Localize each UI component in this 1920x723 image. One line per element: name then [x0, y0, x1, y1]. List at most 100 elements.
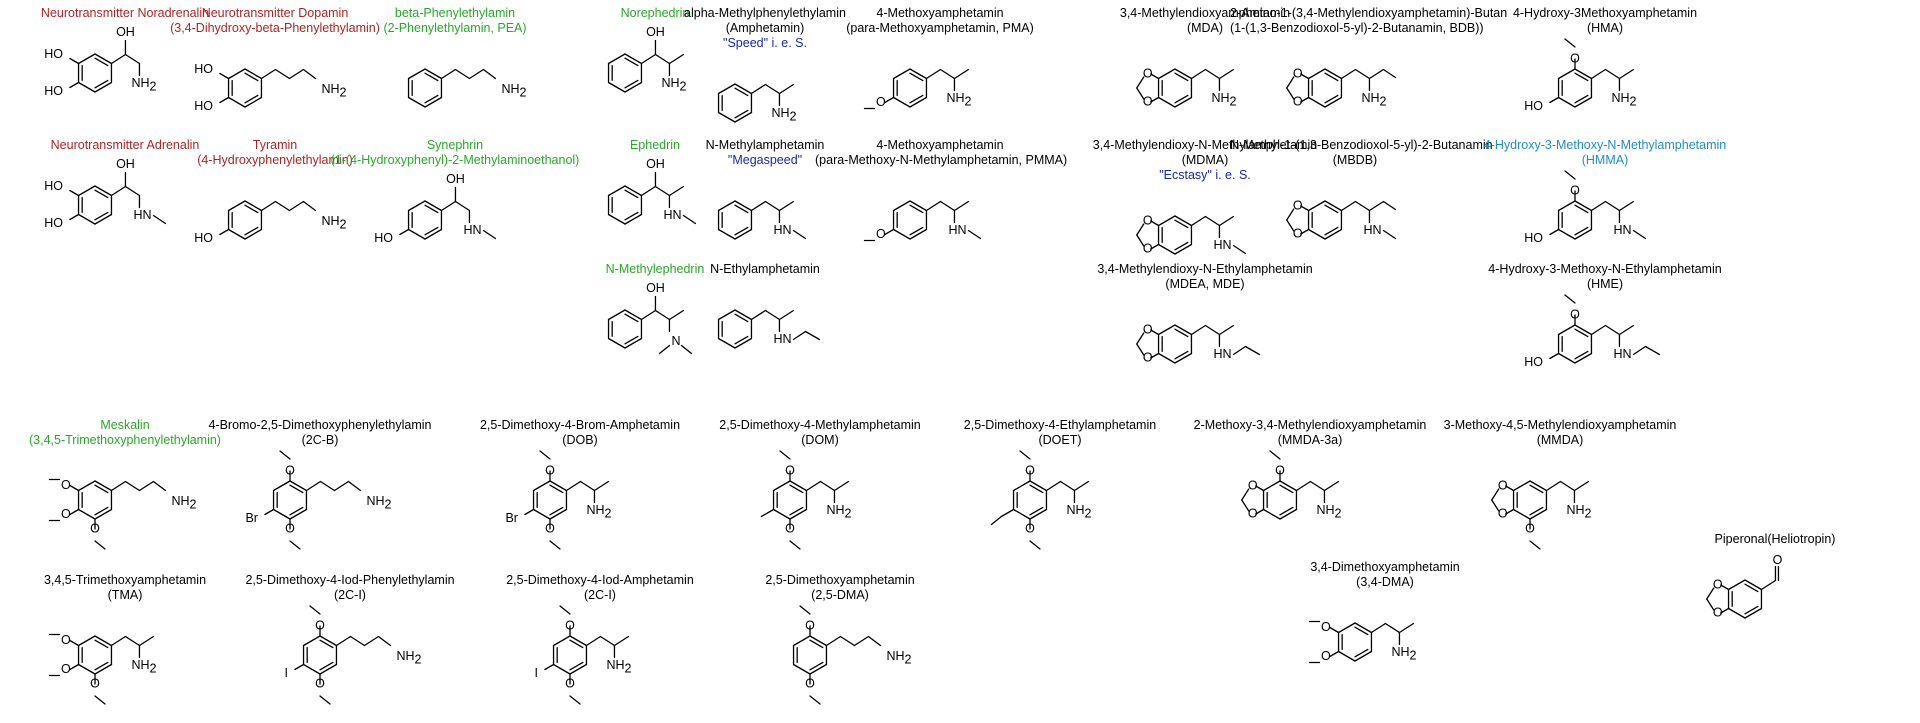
- molecule-tyramin: Tyramin(4-Hydroxyphenylethylamin) HO NH2: [150, 138, 400, 288]
- svg-text:O: O: [1143, 350, 1153, 364]
- molecule-title-line: (2C-I): [584, 588, 616, 602]
- molecule-title-line: 2-Methoxy-3,4-Methylendioxyamphetamin: [1193, 418, 1427, 432]
- svg-text:N: N: [671, 334, 680, 348]
- molecule-title: 3,4-Methylendioxy-N-Ethylamphetamin(MDEA…: [1080, 262, 1330, 292]
- molecule-title-line: 3,4-Dimethoxyamphetamin: [1310, 560, 1460, 574]
- molecule-nickname: "Speed" i. e. S.: [723, 36, 807, 50]
- molecule-title-line: N-Methyl-1-(1,3-Benzodioxol-5-yl)-2-Buta…: [1230, 138, 1493, 152]
- molecule-title: N-Ethylamphetamin: [640, 262, 890, 277]
- molecule-title: 4-Bromo-2,5-Dimethoxyphenylethylamin(2C-…: [195, 418, 445, 448]
- svg-text:O: O: [805, 618, 815, 632]
- svg-text:NH2: NH2: [501, 82, 526, 100]
- svg-text:O: O: [1143, 213, 1153, 227]
- structure-formula: HN: [717, 200, 807, 240]
- svg-text:NH2: NH2: [1316, 503, 1341, 521]
- svg-text:O: O: [785, 521, 795, 535]
- molecule-title: Ephedrin: [530, 138, 780, 153]
- molecule-title: Neurotransmitter Noradrenalin: [0, 6, 250, 21]
- molecule-mdea: 3,4-Methylendioxy-N-Ethylamphetamin(MDEA…: [1080, 262, 1330, 412]
- svg-text:Br: Br: [245, 511, 258, 525]
- structure-formula: OO HN: [1136, 213, 1247, 255]
- svg-text:O: O: [545, 463, 555, 477]
- molecule-title-line: (HMA): [1586, 21, 1624, 35]
- structure-formula: NH2: [717, 83, 797, 124]
- svg-text:NH2: NH2: [606, 658, 631, 676]
- molecule-title-line: N-Methylephedrin: [605, 262, 705, 276]
- svg-text:O: O: [1143, 241, 1153, 255]
- molecule-title: 4-Hydroxy-3-Methoxy-N-Ethylamphetamin(HM…: [1480, 262, 1730, 292]
- molecule-title-line: 2,5-Dimethoxy-4-Iod-Phenylethylamin: [245, 573, 455, 587]
- molecule-title: 2,5-Dimethoxy-4-Iod-Phenylethylamin(2C-I…: [225, 573, 475, 603]
- structure-formula: OHN: [607, 281, 693, 355]
- svg-text:NH2: NH2: [1611, 91, 1636, 109]
- molecule-title-line: (MMDA-3a): [1277, 433, 1343, 447]
- svg-text:O: O: [90, 676, 100, 690]
- svg-text:NH2: NH2: [321, 214, 346, 232]
- svg-text:I: I: [534, 666, 537, 680]
- molecule-title-line: (Amphetamin): [725, 21, 805, 35]
- svg-text:HN: HN: [463, 223, 481, 237]
- svg-text:OH: OH: [646, 25, 665, 39]
- molecule-dopamin: Neurotransmitter Dopamin(3,4-Dihydroxy-b…: [150, 6, 400, 156]
- svg-text:HN: HN: [1363, 223, 1381, 237]
- molecule-title-line: (2C-I): [334, 588, 366, 602]
- molecule-title: 2,5-Dimethoxy-4-Methylamphetamin(DOM): [695, 418, 945, 448]
- svg-text:OH: OH: [446, 172, 465, 186]
- molecule-title: N-Methylephedrin: [530, 262, 780, 277]
- svg-text:HN: HN: [1213, 238, 1231, 252]
- molecule-hme: 4-Hydroxy-3-Methoxy-N-Ethylamphetamin(HM…: [1480, 262, 1730, 412]
- molecule-title-line: Neurotransmitter Dopamin: [201, 6, 349, 20]
- svg-text:O: O: [1570, 183, 1580, 197]
- svg-text:O: O: [1773, 553, 1783, 567]
- molecule-title: 2,5-Dimethoxyamphetamin(2,5-DMA): [715, 573, 965, 603]
- svg-text:NH2: NH2: [131, 76, 156, 94]
- svg-text:O: O: [1248, 506, 1258, 520]
- molecule-title: Synephrin(1-(4-Hydroxyphenyl)-2-Methylam…: [330, 138, 580, 168]
- molecule-title: Tyramin(4-Hydroxyphenylethylamin): [150, 138, 400, 168]
- molecule-title-line: 4-Methoxyamphetamin: [876, 6, 1004, 20]
- molecule-title: 2,5-Dimethoxy-4-Ethylamphetamin(DOET): [935, 418, 1185, 448]
- svg-text:NH2: NH2: [321, 82, 346, 100]
- svg-text:OH: OH: [116, 25, 135, 39]
- svg-text:O: O: [1293, 94, 1303, 108]
- molecule-title: 4-Methoxyamphetamin(para-Methoxyamphetam…: [815, 6, 1065, 36]
- molecule-title-line: (2,5-DMA): [811, 588, 869, 602]
- molecule-title: N-Methyl-1-(1,3-Benzodioxol-5-yl)-2-Buta…: [1230, 138, 1493, 168]
- svg-text:O: O: [1293, 66, 1303, 80]
- molecule-pea: beta-Phenylethylamin(2-Phenylethylamin, …: [330, 6, 580, 156]
- svg-text:O: O: [1248, 478, 1258, 492]
- molecule-pma: 4-Methoxyamphetamin(para-Methoxyamphetam…: [815, 6, 1065, 156]
- svg-text:NH2: NH2: [1361, 91, 1386, 109]
- molecule-title-line: 3,4-Methylendioxyamphetamin: [1119, 6, 1291, 20]
- svg-text:HO: HO: [44, 179, 63, 193]
- molecule-title-line: (TMA): [107, 588, 143, 602]
- molecule-title: 2-Methoxy-3,4-Methylendioxyamphetamin(MM…: [1185, 418, 1435, 448]
- molecule-title-line: (MMDA): [1536, 433, 1584, 447]
- molecule-title-line: Norephedrin: [620, 6, 690, 20]
- svg-text:O: O: [61, 507, 71, 521]
- svg-text:O: O: [876, 95, 886, 109]
- svg-text:O: O: [1321, 649, 1331, 663]
- svg-text:HO: HO: [194, 62, 213, 76]
- svg-text:O: O: [61, 633, 71, 647]
- molecule-title: 3,4-Dimethoxyamphetamin(3,4-DMA): [1260, 560, 1510, 590]
- svg-text:HO: HO: [194, 231, 213, 245]
- svg-text:O: O: [1713, 605, 1723, 619]
- molecule-title-line: 2,5-Dimethoxy-4-Iod-Amphetamin: [506, 573, 694, 587]
- molecule-mbdb: N-Methyl-1-(1,3-Benzodioxol-5-yl)-2-Buta…: [1230, 138, 1493, 288]
- svg-text:O: O: [61, 662, 71, 676]
- svg-text:O: O: [1143, 66, 1153, 80]
